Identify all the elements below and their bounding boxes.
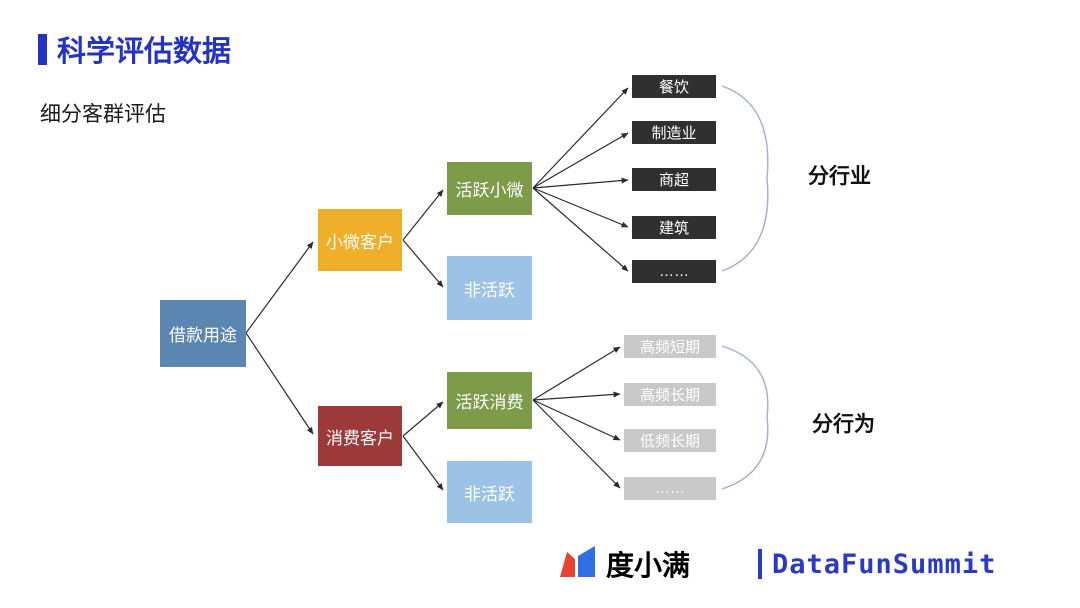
behavior-brace: [721, 345, 769, 490]
industry-chip-manufacturing: 制造业: [632, 121, 716, 144]
behavior-chip-high-freq-long: 高频长期: [624, 383, 716, 406]
page-title-text: 科学评估数据: [57, 36, 232, 68]
industry-chip-supermarket: 商超: [632, 168, 716, 191]
industry-brace: [721, 85, 769, 272]
title-accent-bar: [38, 33, 47, 65]
page-title: 科学评估数据: [38, 28, 231, 70]
behavior-chip-high-freq-short: 高频短期: [624, 335, 716, 358]
behavior-chip-low-freq-long: 低频长期: [624, 429, 716, 452]
node-active-consumer: 活跃消费: [447, 372, 532, 429]
duxiaoman-brand-text: 度小满: [606, 550, 691, 581]
node-consumer-customer: 消费客户: [318, 406, 402, 466]
node-active-small-micro: 活跃小微: [447, 162, 532, 215]
behavior-group-label: 分行为: [812, 413, 875, 436]
node-inactive-small-micro: 非活跃: [447, 256, 532, 320]
industry-group-label: 分行业: [808, 165, 871, 188]
node-inactive-consumer: 非活跃: [447, 461, 532, 523]
datafunsummit-logo-text: DataFunSummit: [772, 548, 997, 580]
footer-logos: 度小满 DataFunSummit: [558, 544, 996, 584]
summit-divider: [758, 549, 763, 579]
node-small-micro-customer: 小微客户: [318, 209, 402, 271]
industry-chip-construction: 建筑: [632, 216, 716, 239]
industry-chip-catering: 餐饮: [632, 75, 716, 98]
industry-chip-ellipsis: ……: [632, 260, 716, 283]
behavior-chip-ellipsis: ……: [624, 477, 716, 500]
node-loan-purpose: 借款用途: [160, 300, 246, 367]
subtitle: 细分客群评估: [40, 102, 166, 126]
duxiaoman-logo-icon: [560, 546, 595, 577]
